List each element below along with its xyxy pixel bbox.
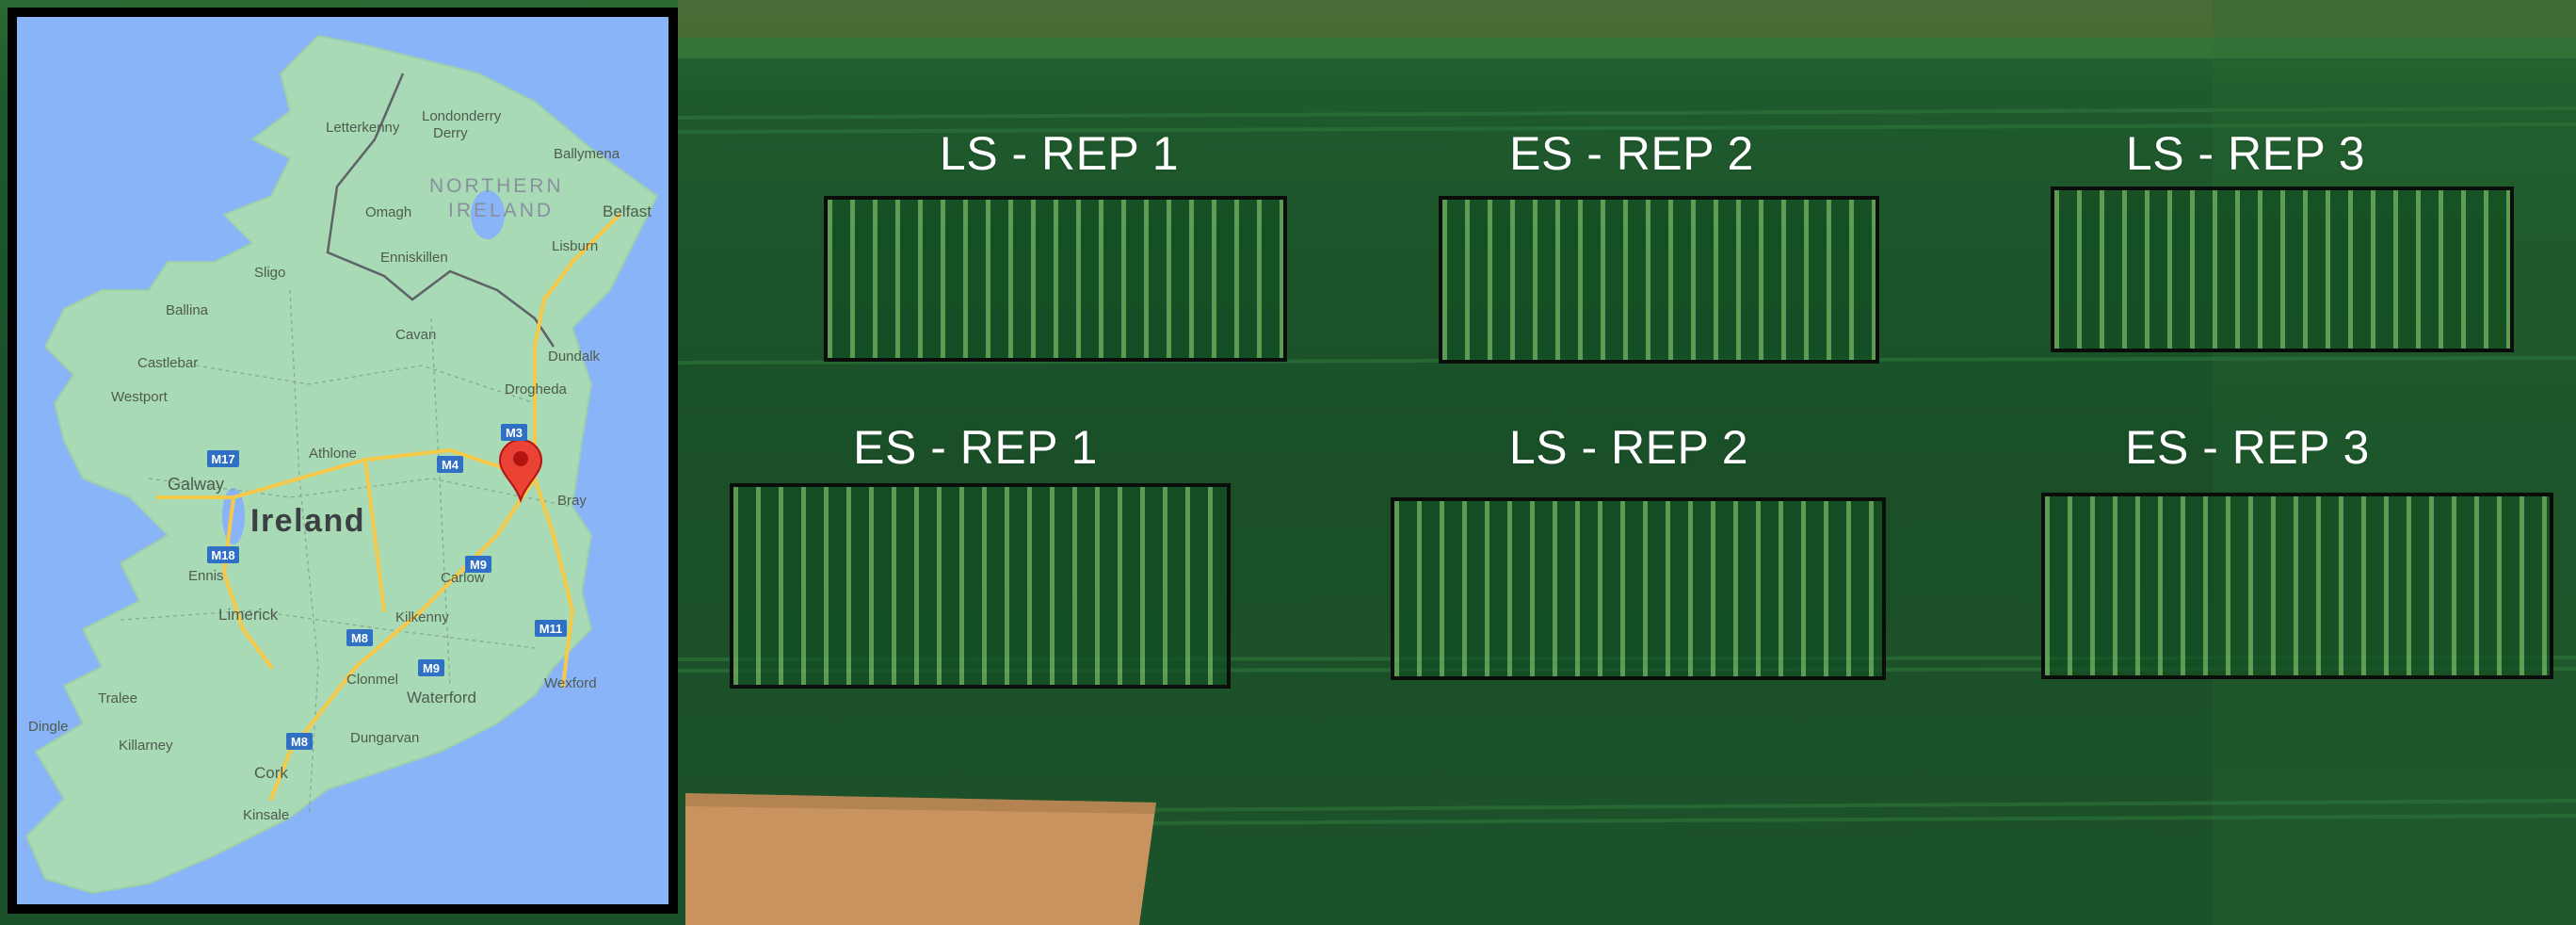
place-label: Letterkenny — [326, 120, 400, 136]
place-label: Athlone — [309, 446, 357, 462]
plot-box-es-rep-2 — [1439, 196, 1879, 364]
road-badge-m11: M11 — [535, 620, 567, 637]
place-label: Kinsale — [243, 807, 289, 823]
place-label: Killarney — [119, 738, 173, 754]
place-label: Bray — [557, 493, 587, 509]
svg-text:M11: M11 — [539, 622, 563, 636]
place-label: Dingle — [28, 719, 69, 735]
place-label: Tralee — [98, 690, 137, 706]
place-label: Westport — [111, 389, 169, 405]
place-label: Drogheda — [505, 381, 568, 398]
ireland-inset-map: Londonderry Derry Letterkenny Ballymena … — [8, 8, 678, 914]
place-label: Lisburn — [552, 238, 598, 254]
svg-text:M9: M9 — [470, 558, 487, 572]
bare-soil-patch — [685, 793, 1156, 925]
place-label: Londonderry — [422, 108, 502, 124]
place-label: Sligo — [254, 265, 285, 281]
plot-label-ls-rep-3: LS - REP 3 — [2125, 127, 2366, 180]
ireland-landmass — [24, 34, 659, 895]
road-badge-m8: M8 — [286, 733, 313, 750]
road-badge-m4: M4 — [437, 456, 463, 473]
country-label: Ireland — [250, 503, 365, 539]
place-label: Galway — [168, 475, 224, 494]
plot-box-ls-rep-2 — [1391, 497, 1886, 680]
svg-text:M4: M4 — [442, 458, 459, 472]
svg-text:M3: M3 — [506, 426, 523, 440]
place-label: Cork — [254, 764, 288, 782]
hedgerow-strip — [678, 0, 2576, 38]
place-label: Waterford — [407, 689, 476, 706]
place-label: Dungarvan — [350, 730, 419, 746]
road-badge-m17: M17 — [207, 450, 239, 467]
road-badge-m8: M8 — [346, 629, 373, 646]
place-label: Clonmel — [346, 672, 398, 688]
plot-label-es-rep-3: ES - REP 3 — [2125, 421, 2370, 474]
place-label: Dundalk — [548, 349, 601, 365]
region-label: IRELAND — [448, 200, 554, 221]
plot-label-ls-rep-2: LS - REP 2 — [1508, 421, 1749, 474]
plot-label-ls-rep-1: LS - REP 1 — [939, 127, 1180, 180]
plot-box-ls-rep-3 — [2051, 187, 2514, 352]
place-label: Castlebar — [137, 355, 198, 371]
road-badge-m3: M3 — [501, 424, 527, 441]
place-label: Ballymena — [554, 146, 620, 162]
plot-label-es-rep-1: ES - REP 1 — [853, 421, 1098, 474]
svg-text:M18: M18 — [211, 548, 234, 562]
place-label: Omagh — [365, 204, 411, 220]
road-badge-m9: M9 — [465, 556, 491, 573]
place-label: Wexford — [544, 675, 597, 691]
place-label: Carlow — [441, 570, 485, 586]
place-label: Ballina — [166, 302, 209, 318]
plot-box-ls-rep-1 — [824, 196, 1287, 362]
place-label: Ennis — [188, 568, 224, 584]
svg-text:M9: M9 — [423, 661, 440, 675]
ni-border — [326, 73, 555, 348]
svg-text:M8: M8 — [291, 735, 308, 749]
road-badge-m18: M18 — [207, 546, 239, 563]
map-frame — [8, 8, 678, 914]
place-label: Cavan — [395, 327, 436, 343]
svg-text:M17: M17 — [211, 452, 234, 466]
place-label: Derry — [433, 125, 468, 141]
plot-box-es-rep-3 — [2041, 493, 2553, 679]
road-badge-m9: M9 — [418, 659, 444, 676]
place-label: Belfast — [603, 203, 652, 220]
place-label: Limerick — [218, 606, 279, 624]
place-label: Kilkenny — [395, 609, 449, 625]
place-label: Enniskillen — [380, 250, 448, 266]
region-label: NORTHERN — [429, 175, 564, 197]
svg-text:M8: M8 — [351, 631, 368, 645]
plot-box-es-rep-1 — [730, 483, 1231, 689]
plot-label-es-rep-2: ES - REP 2 — [1509, 127, 1754, 180]
